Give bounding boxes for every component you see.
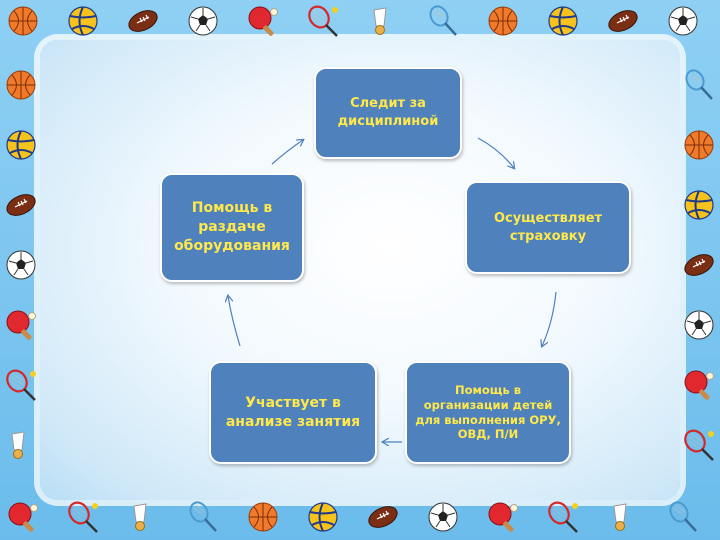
football-icon [366,500,400,538]
soccer-ball-icon [666,4,700,42]
tennis-racket-icon [66,500,100,538]
node-spotting: Осуществляет страховку [465,181,631,274]
basketball-icon [4,68,38,106]
badminton-racket-icon [666,500,700,538]
node-organizing-children: Помощь в организации детей для выполнени… [405,361,571,464]
arrow-n2-to-n3 [542,291,557,346]
basketball-icon [682,128,716,166]
soccer-ball-icon [4,248,38,286]
volleyball-icon [306,500,340,538]
ping-pong-paddle-icon [4,308,38,346]
badminton-racket-icon [186,500,220,538]
tennis-racket-icon [682,428,716,466]
soccer-ball-icon [186,4,220,42]
shuttlecock-icon [606,500,640,538]
tennis-racket-icon [546,500,580,538]
node-lesson-analysis: Участвует в анализе занятия [209,361,377,464]
ping-pong-paddle-icon [6,500,40,538]
tennis-racket-icon [306,4,340,42]
volleyball-icon [66,4,100,42]
arrow-n4-to-n5 [228,296,241,347]
football-icon [606,4,640,42]
badminton-racket-icon [426,4,460,42]
node-equipment-distribution: Помощь в раздаче оборудования [160,173,304,282]
basketball-icon [486,4,520,42]
volleyball-icon [682,188,716,226]
soccer-ball-icon [682,308,716,346]
tennis-racket-icon [4,368,38,406]
ping-pong-paddle-icon [682,368,716,406]
node-discipline: Следит за дисциплиной [314,67,462,159]
soccer-ball-icon [426,500,460,538]
badminton-racket-icon [682,68,716,106]
ping-pong-paddle-icon [486,500,520,538]
ping-pong-paddle-icon [246,4,280,42]
basketball-icon [6,4,40,42]
football-icon [4,188,38,226]
arrow-n5-to-n1 [271,140,303,165]
basketball-icon [246,500,280,538]
shuttlecock-icon [366,4,400,42]
shuttlecock-icon [4,428,38,466]
football-icon [126,4,160,42]
volleyball-icon [546,4,580,42]
volleyball-icon [4,128,38,166]
arrow-n1-to-n2 [477,137,514,168]
football-icon [682,248,716,286]
shuttlecock-icon [126,500,160,538]
